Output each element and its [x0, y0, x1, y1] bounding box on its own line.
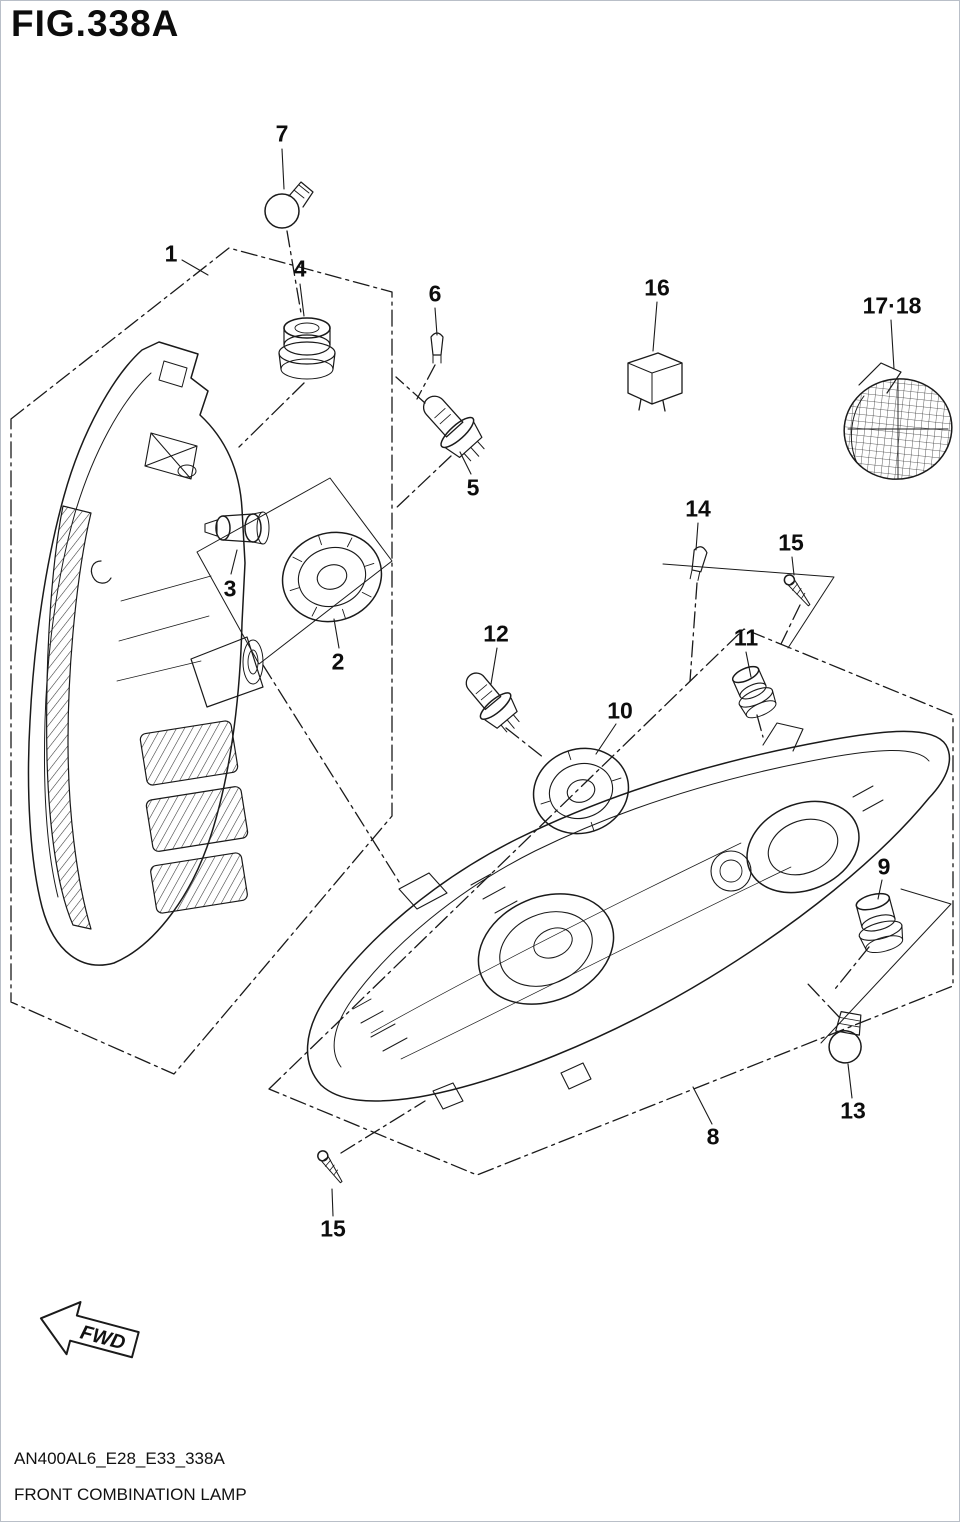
front-lamp-drawing	[306, 722, 951, 1110]
callout-16: 16	[644, 274, 670, 301]
assembly-axes	[238, 230, 870, 1154]
group-box-1	[10, 247, 393, 1075]
callout-17-18: 17·18	[862, 292, 922, 319]
callout-3: 3	[223, 575, 237, 602]
callout-4: 4	[293, 255, 307, 282]
callout-7: 7	[275, 120, 289, 147]
figure-name: FRONT COMBINATION LAMP	[14, 1485, 247, 1504]
callout-14: 14	[685, 495, 711, 522]
relay-16-drawing	[627, 352, 683, 412]
callout-8: 8	[706, 1123, 720, 1150]
rear-housing-drawing	[27, 341, 264, 966]
group-box-8	[268, 628, 954, 1176]
leader-lines	[181, 148, 895, 1217]
bulb-12-drawing	[465, 672, 520, 733]
callout-15-lower: 15	[320, 1215, 346, 1242]
callout-9: 9	[877, 853, 891, 880]
callout-12: 12	[483, 620, 509, 647]
socket-9-drawing	[855, 892, 904, 954]
bulb-5-drawing	[422, 395, 485, 462]
figure-title: FIG.338A	[11, 3, 180, 44]
group-box-2-3	[196, 477, 393, 665]
boot-2-drawing	[281, 531, 383, 623]
callout-1: 1	[164, 240, 178, 267]
callout-5: 5	[466, 474, 480, 501]
screw-15a-drawing	[783, 574, 811, 607]
socket-3-drawing	[204, 511, 270, 545]
boot-10-drawing	[532, 747, 630, 835]
bulb-14-drawing	[689, 546, 708, 581]
callout-6: 6	[428, 280, 442, 307]
pointer-wedges	[662, 563, 952, 1044]
callout-11: 11	[733, 624, 759, 651]
fwd-arrow: FWD	[39, 1301, 140, 1359]
screw-15b-drawing	[317, 1150, 343, 1184]
socket-11-drawing	[731, 665, 777, 719]
callout-10: 10	[607, 697, 633, 724]
bulb-7-drawing	[264, 181, 314, 229]
callout-15-upper: 15	[778, 529, 804, 556]
callout-2: 2	[331, 648, 345, 675]
socket-4-drawing	[278, 317, 336, 380]
callout-13: 13	[840, 1097, 866, 1124]
bulb-6-drawing	[430, 332, 444, 364]
figure-code: AN400AL6_E28_E33_338A	[14, 1449, 225, 1468]
lens-17-18-drawing	[843, 362, 953, 480]
bulb-13-drawing	[828, 1011, 862, 1064]
